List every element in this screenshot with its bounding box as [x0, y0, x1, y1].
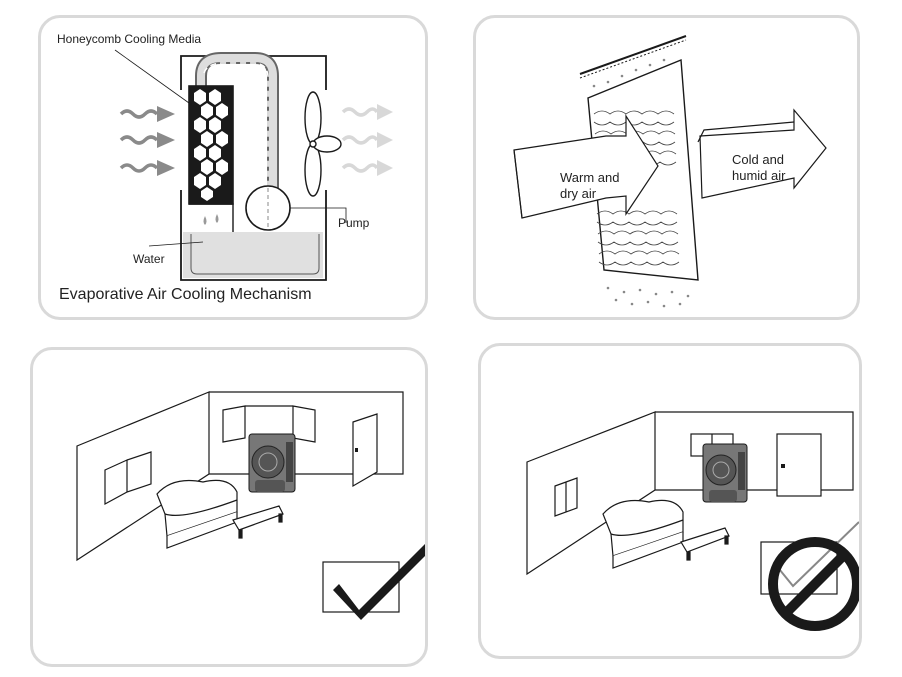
warm-air-in-arrows [119, 109, 159, 173]
water-label: Water [133, 252, 165, 266]
air-cooler [248, 433, 296, 493]
warm-air-label-line1: Warm and [560, 170, 620, 185]
cool-air-out-arrows [341, 107, 379, 173]
side-window [554, 477, 578, 517]
prohibited-icon [768, 537, 859, 631]
cold-air-arrow [697, 108, 827, 199]
pump-label: Pump [338, 216, 370, 230]
room-back-wall [209, 391, 404, 475]
water-reservoir [183, 232, 323, 278]
sofa [602, 499, 684, 569]
warm-air-label-line2: dry air [560, 186, 597, 201]
door [352, 413, 378, 488]
sofa [156, 479, 238, 549]
fan [304, 91, 342, 197]
water-drops [203, 214, 219, 225]
side-window [104, 451, 152, 506]
incorrect-placement-room [526, 411, 859, 631]
airflow-panel: Warm and dry air Cold and humid air [473, 15, 860, 320]
coffee-table [680, 527, 730, 561]
evaporative-mechanism-diagram [114, 49, 393, 281]
incorrect-placement-panel [478, 343, 862, 659]
warm-air-arrow [513, 113, 659, 219]
coffee-table [232, 505, 284, 539]
falling-drops-bottom [606, 286, 690, 308]
honeycomb-media [188, 85, 234, 205]
evaporative-mechanism-panel: Honeycomb Cooling Media Pump Water Evapo… [38, 15, 428, 320]
correct-placement-panel [30, 347, 428, 667]
cold-air-label-line2: humid air [732, 168, 786, 183]
open-window [222, 405, 316, 443]
mechanism-caption: Evaporative Air Cooling Mechanism [59, 286, 312, 303]
airflow-diagram [513, 35, 827, 308]
correct-placement-room [76, 391, 425, 620]
cooler-housing-lower [180, 190, 327, 281]
honeycomb-media-label: Honeycomb Cooling Media [57, 32, 202, 46]
room-back-wall [655, 411, 854, 491]
air-cooler [702, 443, 748, 503]
cold-air-label-line1: Cold and [732, 152, 785, 167]
